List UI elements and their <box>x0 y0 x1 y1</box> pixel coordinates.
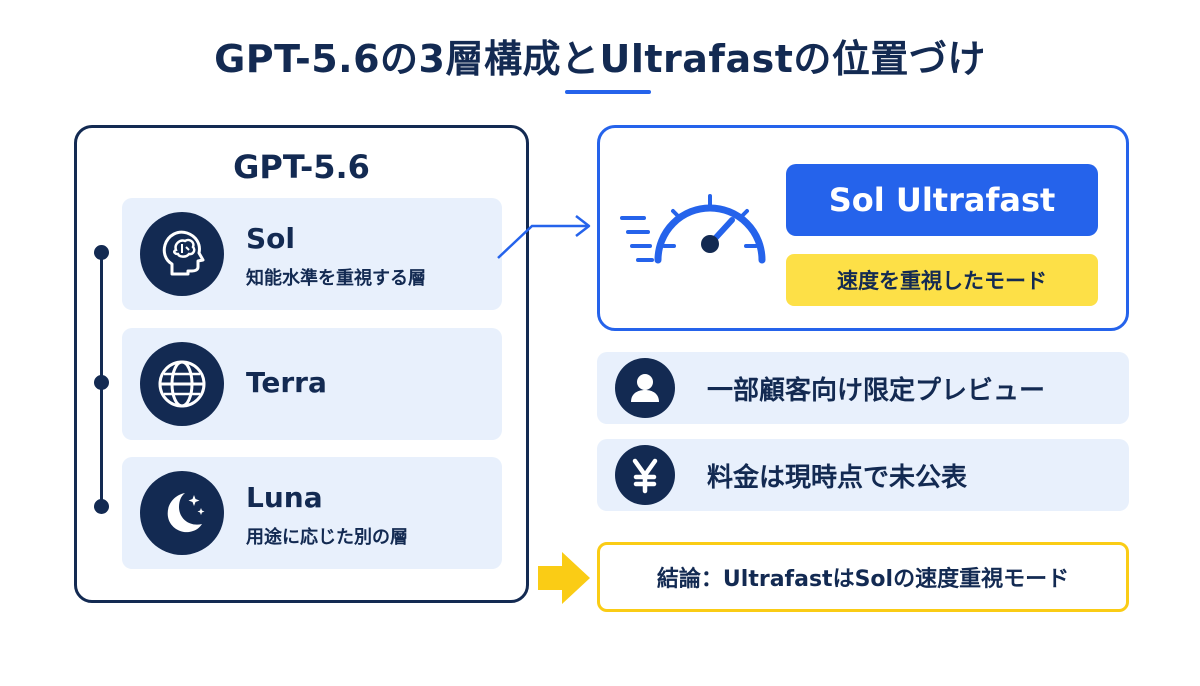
layer-luna: Luna 用途に応じた別の層 <box>122 457 502 569</box>
layer-name: Terra <box>246 366 327 399</box>
info-row-pricing: 料金は現時点で未公表 <box>597 439 1129 511</box>
gpt-layers-panel: GPT-5.6 Sol 知能水準を重視する層 Terra <box>74 125 529 603</box>
conclusion-box: 結論：UltrafastはSolの速度重視モード <box>597 542 1129 612</box>
title-underline <box>565 90 651 94</box>
sol-ultrafast-button: Sol Ultrafast <box>786 164 1098 236</box>
layer-name: Sol <box>246 222 295 255</box>
layer-terra: Terra <box>122 328 502 440</box>
info-text: 一部顧客向け限定プレビュー <box>707 375 1046 406</box>
layer-desc: 知能水準を重視する層 <box>246 268 426 289</box>
conclusion-arrow-icon <box>538 552 590 604</box>
speedometer-icon <box>620 194 766 264</box>
globe-icon <box>140 342 224 426</box>
brain-head-icon <box>140 212 224 296</box>
panel-title: GPT-5.6 <box>233 148 370 186</box>
timeline-dot-luna <box>94 499 109 514</box>
ultrafast-panel: Sol Ultrafast 速度を重視したモード <box>597 125 1129 331</box>
info-text: 料金は現時点で未公表 <box>707 462 968 493</box>
timeline-dot-terra <box>94 375 109 390</box>
moon-stars-icon <box>140 471 224 555</box>
layer-sol: Sol 知能水準を重視する層 <box>122 198 502 310</box>
connector-arrow <box>497 215 591 259</box>
yen-icon <box>615 445 675 505</box>
layer-name: Luna <box>246 481 323 514</box>
user-icon <box>615 358 675 418</box>
layer-desc: 用途に応じた別の層 <box>246 527 408 548</box>
speed-tag: 速度を重視したモード <box>786 254 1098 306</box>
info-row-preview: 一部顧客向け限定プレビュー <box>597 352 1129 424</box>
timeline-dot-sol <box>94 245 109 260</box>
page-title: GPT-5.6の3層構成とUltrafastの位置づけ <box>214 37 986 81</box>
